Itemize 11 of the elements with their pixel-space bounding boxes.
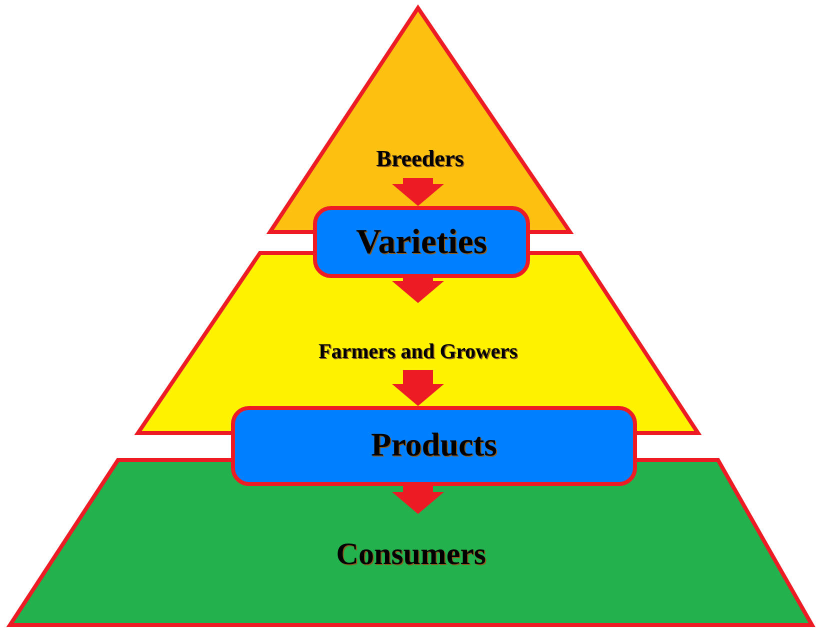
rounded-box <box>313 206 530 278</box>
rounded-box <box>231 406 637 486</box>
box-label: Products <box>370 428 498 464</box>
arrow <box>392 486 444 514</box>
tier-label: Farmers and Growers <box>318 339 518 364</box>
box-label: Varieties <box>355 222 488 262</box>
arrow <box>392 370 444 406</box>
tier-label: Consumers <box>336 536 486 572</box>
arrow <box>392 178 444 206</box>
tier-label: Breeders <box>376 146 464 172</box>
arrow <box>392 278 444 303</box>
